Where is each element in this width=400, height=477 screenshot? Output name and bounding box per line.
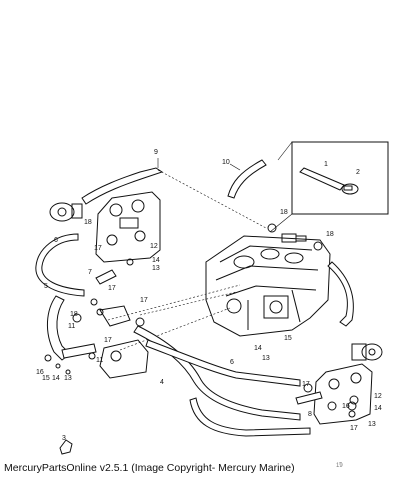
callout-17f: 17 [350,425,358,432]
callout-17e: 17 [302,381,310,388]
callout-13d: 13 [368,421,376,428]
callout-7: 7 [88,269,92,276]
callout-16a: 16 [36,369,44,376]
callout-13b: 13 [262,355,270,362]
callout-17b: 17 [108,285,116,292]
part-11-hose-lower [61,343,97,359]
callout-9: 9 [154,149,158,156]
callout-14d: 14 [374,405,382,412]
inset-box [269,141,389,233]
callout-18c: 18 [326,231,334,238]
callout-6b: 6 [230,359,234,366]
engine-block [205,235,331,337]
callout-12b: 12 [374,393,382,400]
callout-16b: 16 [342,403,350,410]
copyright-caption: MercuryPartsOnline v2.5.1 (Image Copyrig… [4,462,295,474]
figure-id: 1̃9 [336,463,343,469]
callout-5: 5 [44,283,48,290]
callout-11b: 11 [96,357,103,364]
left-exhaust-manifold [95,191,161,263]
callout-18d: 18 [70,311,78,318]
part-8-hose [189,397,311,437]
callout-14a: 14 [152,257,160,264]
part-2-clamp [341,183,359,195]
callout-17c: 17 [140,297,148,304]
right-water-pump [351,343,383,361]
callout-6a: 6 [54,237,58,244]
left-fittings [44,223,357,418]
part-6-hose-left [35,233,85,297]
t-fitting [281,233,307,243]
callout-4: 4 [160,379,164,386]
part-9-hose [81,158,164,205]
callout-13c: 13 [64,375,72,382]
callout-15b: 15 [42,375,50,382]
callout-2: 2 [356,169,360,176]
part-8-hose-right [295,391,323,405]
callout-17a: 17 [94,245,102,252]
part-6-hose-right [145,261,354,387]
callout-18a: 18 [84,219,92,226]
part-1-tube [299,167,345,191]
left-water-pump [49,202,83,222]
callout-15a: 15 [284,335,292,342]
callout-8: 8 [308,411,312,418]
left-thermostat-housing [99,305,149,379]
part-7-hose [95,269,117,285]
callout-10: 10 [222,159,230,166]
callout-12a: 12 [150,243,158,250]
callout-1: 1 [324,161,328,168]
right-exhaust-manifold [313,363,373,425]
part-3-bracket [59,439,73,455]
callout-17d: 17 [104,337,112,344]
callout-18b: 18 [280,209,288,216]
callout-3: 3 [62,435,66,442]
callout-14c: 14 [52,375,60,382]
part-10-hose [227,159,267,199]
callout-11a: 11 [68,323,75,330]
guide-lines [107,169,267,351]
callout-labels: 1 2 3 4 5 6 6 7 8 9 10 11 11 12 12 13 13… [36,149,382,442]
part-4-hose [133,325,301,421]
callout-13a: 13 [152,265,160,272]
callout-14b: 14 [254,345,262,352]
